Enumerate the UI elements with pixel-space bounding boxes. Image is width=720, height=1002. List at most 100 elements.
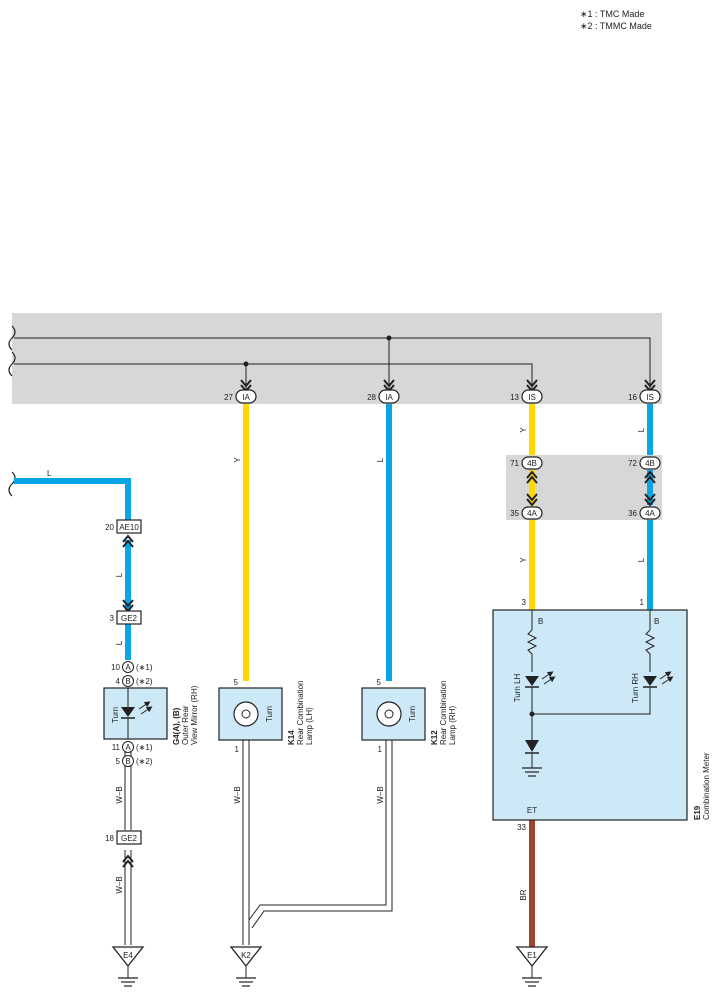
wire-label: Y — [233, 457, 242, 463]
wire-l-meter-b — [647, 520, 653, 610]
k12-name-1: Rear Combination — [439, 681, 448, 745]
wire-y-meter-a — [529, 404, 535, 455]
chevron-icon — [122, 470, 656, 868]
meter-name: Combination Meter — [702, 752, 711, 820]
ground-k2: K2 — [229, 946, 263, 987]
svg-text:(∗2): (∗2) — [136, 757, 153, 766]
svg-text:IA: IA — [242, 393, 250, 402]
wire-label: L — [637, 557, 646, 562]
wire-label: W–B — [115, 876, 124, 893]
wire-label: W–B — [115, 786, 124, 803]
mirror-component: A 10 (∗1) B 4 (∗2) Turn A 11 (∗1) B 5 (∗… — [103, 661, 199, 767]
wire-label: L — [376, 457, 385, 462]
splice-dot — [386, 335, 392, 341]
connector-4a-35: 4A 35 — [510, 506, 543, 520]
mirror-name-2: View Mirror (RH) — [190, 685, 199, 745]
splice-dot — [243, 361, 249, 367]
svg-text:5: 5 — [234, 678, 239, 687]
break-mark — [8, 471, 16, 497]
harness-band — [12, 313, 662, 404]
svg-text:AE10: AE10 — [119, 523, 139, 532]
wire-label: Y — [519, 427, 528, 433]
svg-text:4A: 4A — [645, 509, 655, 518]
svg-text:27: 27 — [224, 393, 233, 402]
wire-label: L — [115, 640, 124, 645]
k12-code: K12 — [430, 730, 439, 745]
legend-note-2: ∗2 : TMMC Made — [580, 21, 652, 31]
connector-ge2-18: GE2 18 — [105, 830, 142, 845]
svg-text:A: A — [125, 743, 131, 752]
svg-text:(∗1): (∗1) — [136, 663, 153, 672]
svg-text:B: B — [654, 617, 659, 626]
svg-text:E4: E4 — [123, 951, 133, 960]
wire-label: Y — [519, 557, 528, 563]
k14-name-1: Rear Combination — [296, 681, 305, 745]
svg-text:IA: IA — [385, 393, 393, 402]
k12-name-2: Lamp (RH) — [448, 706, 457, 745]
svg-text:IS: IS — [528, 393, 536, 402]
svg-text:GE2: GE2 — [121, 834, 138, 843]
svg-text:(∗2): (∗2) — [136, 677, 153, 686]
svg-text:1: 1 — [640, 598, 645, 607]
svg-text:18: 18 — [105, 834, 114, 843]
svg-text:GE2: GE2 — [121, 614, 138, 623]
svg-text:11: 11 — [112, 743, 121, 752]
svg-text:28: 28 — [367, 393, 376, 402]
connector-is-16: IS 16 — [628, 389, 661, 404]
wire-l-mirror-b — [125, 540, 131, 610]
connector-ia-27: IA 27 — [224, 389, 257, 404]
svg-text:Turn RH: Turn RH — [631, 673, 640, 703]
wire-l-mirror-c — [125, 624, 131, 660]
svg-text:IS: IS — [646, 393, 654, 402]
harness-wire-bot — [14, 363, 533, 390]
svg-text:3: 3 — [522, 598, 527, 607]
k12-lamp: 5 Turn 1 K12 Rear Combination Lamp (RH) — [361, 678, 457, 754]
wire-label: BR — [519, 889, 528, 900]
svg-text:4: 4 — [116, 677, 121, 686]
k14-lamp: 5 Turn 1 K14 Rear Combination Lamp (LH) — [218, 678, 314, 754]
svg-text:B: B — [125, 757, 130, 766]
svg-text:20: 20 — [105, 523, 114, 532]
wire-wb — [124, 740, 393, 945]
k14-code: K14 — [287, 730, 296, 745]
svg-text:4B: 4B — [645, 459, 655, 468]
wire-l-k12 — [386, 404, 392, 681]
svg-text:13: 13 — [510, 393, 519, 402]
svg-text:16: 16 — [628, 393, 637, 402]
svg-text:10: 10 — [111, 663, 120, 672]
svg-text:71: 71 — [510, 459, 519, 468]
svg-text:3: 3 — [110, 614, 115, 623]
svg-text:E1: E1 — [527, 951, 537, 960]
wire-label: L — [47, 469, 52, 478]
connector-is-13: IS 13 — [510, 389, 543, 404]
legend: ∗1 : TMC Made ∗2 : TMMC Made — [580, 8, 652, 32]
connector-ae10: AE10 20 — [105, 519, 142, 534]
ground-e1: E1 — [515, 946, 549, 987]
mirror-code: G4(A), (B) — [172, 707, 181, 745]
svg-text:4A: 4A — [527, 509, 537, 518]
svg-text:A: A — [125, 663, 131, 672]
legend-note-1: ∗1 : TMC Made — [580, 9, 645, 19]
svg-text:1: 1 — [235, 745, 240, 754]
meter-code: E19 — [693, 805, 702, 820]
svg-text:Turn: Turn — [111, 707, 120, 723]
wire-l-meter-a — [647, 404, 653, 455]
harness-wire-top — [14, 337, 651, 390]
break-mark — [8, 351, 16, 377]
svg-text:K2: K2 — [241, 951, 251, 960]
wire-y-k14 — [243, 404, 249, 681]
svg-text:5: 5 — [116, 757, 121, 766]
mirror-name-1: Outer Rear — [181, 705, 190, 745]
svg-text:35: 35 — [510, 509, 519, 518]
connector-4a-36: 4A 36 — [628, 506, 661, 520]
svg-text:4B: 4B — [527, 459, 537, 468]
svg-text:Turn LH: Turn LH — [513, 673, 522, 702]
wire-label: L — [637, 427, 646, 432]
wire-label: W–B — [233, 786, 242, 803]
svg-text:33: 33 — [517, 823, 526, 832]
wire-y-meter-b — [529, 520, 535, 610]
wire-l-mirror — [14, 478, 131, 520]
combination-meter: 3 1 B B Turn LH Turn RH ET 33 E19 Combin… — [492, 598, 711, 832]
connector-4b-71: 4B 71 — [510, 456, 543, 470]
svg-text:B: B — [538, 617, 543, 626]
